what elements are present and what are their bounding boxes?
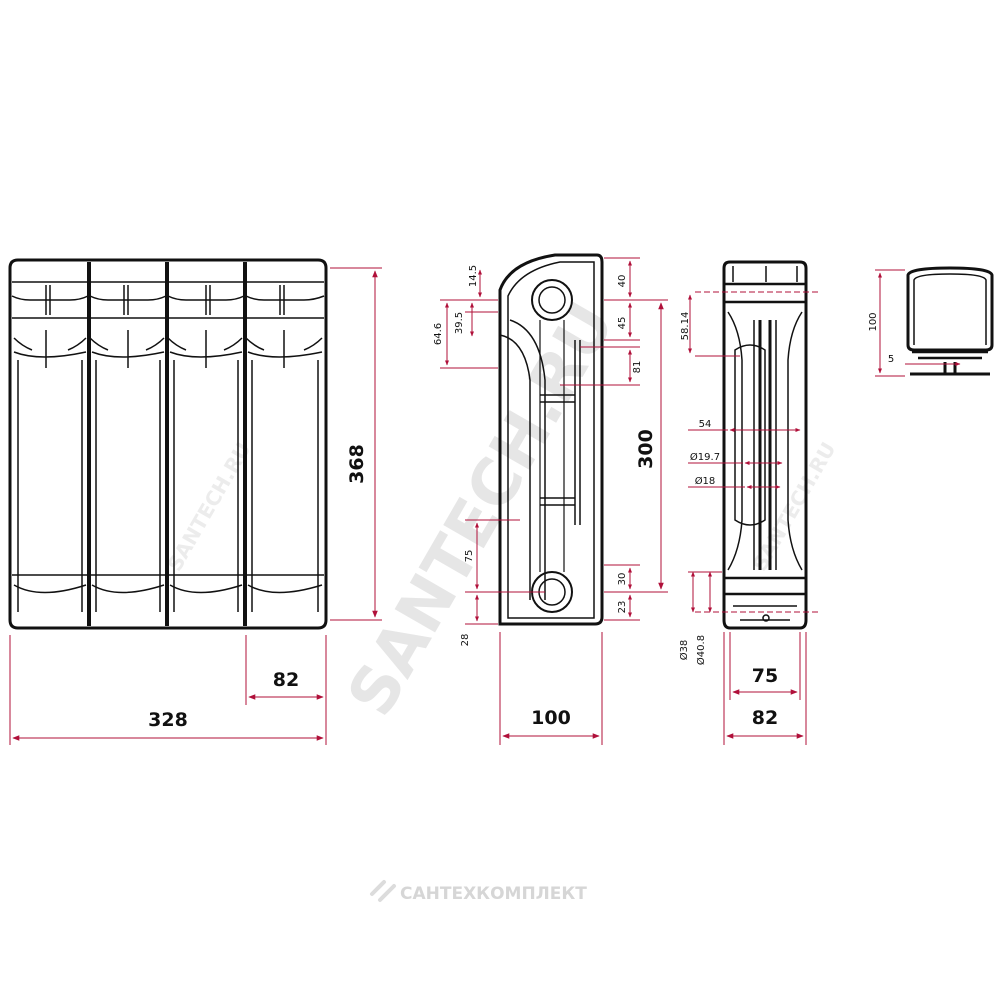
- dim-14-5: 14.5: [468, 265, 479, 287]
- dim-30: 30: [617, 573, 628, 586]
- dim-depth: 100: [531, 707, 571, 729]
- dim-section-82: 82: [752, 707, 778, 729]
- footer-brand: САНТЕХКОМПЛЕКТ: [370, 880, 587, 904]
- side-outline: [498, 253, 604, 626]
- dim-64-6: 64.6: [433, 323, 444, 345]
- front-section-details: [11, 281, 325, 612]
- section-view: [722, 260, 808, 630]
- dim-d19-7: Ø19.7: [690, 451, 720, 463]
- watermark-small-left: SANTECH.RU: [162, 438, 255, 575]
- dim-39-5: 39.5: [454, 312, 465, 334]
- dim-d38: Ø38: [678, 640, 690, 661]
- side-view: [498, 253, 604, 626]
- dim-d40-8: Ø40.8: [695, 635, 707, 665]
- dim-height: 368: [346, 444, 368, 484]
- dim-d18: Ø18: [695, 475, 716, 487]
- top-outline: [906, 266, 994, 352]
- dim-axis-distance: 300: [635, 429, 657, 469]
- dim-81: 81: [632, 361, 643, 374]
- watermark-main: SANTECH.RU: [334, 291, 629, 729]
- section-outline: [722, 260, 808, 630]
- front-dimensions: [9, 267, 382, 745]
- dim-75-side: 75: [464, 550, 475, 563]
- brand-logo-icon: [370, 880, 396, 902]
- dim-total-width: 328: [148, 709, 188, 731]
- side-upper-port: [531, 279, 573, 321]
- brand-name: САНТЕХКОМПЛЕКТ: [400, 884, 587, 904]
- dim-54: 54: [699, 419, 712, 430]
- dim-top-100: 100: [868, 312, 879, 331]
- dim-23: 23: [617, 601, 628, 614]
- side-dimensions: [440, 257, 668, 745]
- front-outline: [8, 258, 328, 630]
- top-dimensions: [875, 269, 961, 377]
- dim-section-width: 82: [273, 669, 299, 691]
- dim-top-5: 5: [888, 354, 894, 365]
- top-view: [906, 266, 994, 376]
- dim-45: 45: [617, 317, 628, 330]
- dim-40: 40: [617, 275, 628, 288]
- section-dimensions: [688, 291, 820, 745]
- dim-section-75: 75: [752, 665, 778, 687]
- dim-58-14: 58.14: [680, 312, 691, 341]
- dim-28: 28: [460, 634, 471, 647]
- front-view: [8, 258, 328, 630]
- front-section-dividers: [87, 262, 247, 626]
